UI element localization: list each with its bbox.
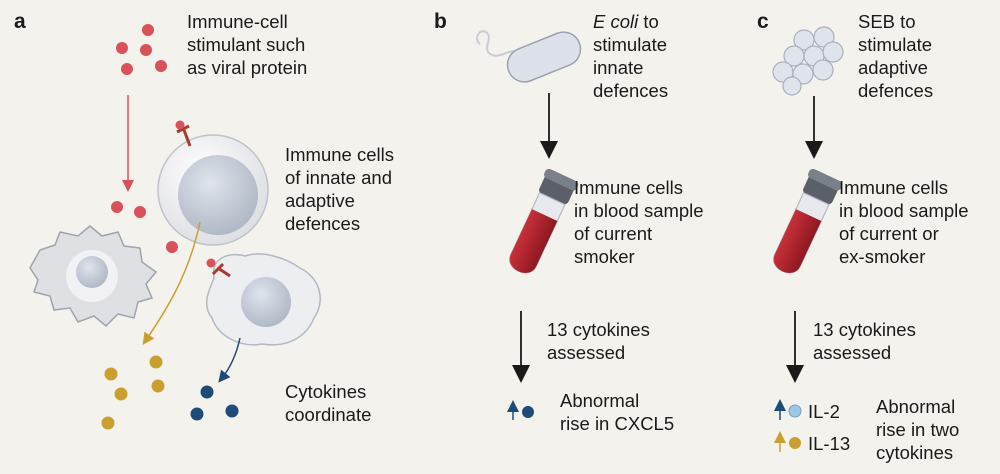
- cytokines-assessed-label: 13 cytokines assessed: [547, 319, 650, 363]
- cytokine-release-arrow: [218, 337, 241, 383]
- seb-stimulus-label: SEB to stimulate adaptive defences: [858, 11, 934, 101]
- il2-label: IL-2: [808, 401, 840, 422]
- stimulant-dots-near-cells: [111, 201, 178, 253]
- stimulant-label: Immune-cell stimulant such as viral prot…: [187, 11, 308, 78]
- gold-cytokines: [101, 355, 165, 430]
- dendritic-cell: [29, 225, 158, 328]
- e-coli-italic: E coli: [593, 11, 639, 32]
- cytokines-label: Cytokines coordinate: [285, 381, 372, 425]
- navy-cytokines: [190, 385, 239, 421]
- immune-cells-label: Immune cells of innate and adaptive defe…: [285, 144, 394, 234]
- panel-letter-b: b: [434, 10, 447, 33]
- e-coli-stimulus-rest: to stimulate innate defences: [593, 11, 669, 101]
- viral-protein-dots: [116, 24, 167, 75]
- two-cytokines-result-label: Abnormal rise in two cytokines: [876, 396, 960, 463]
- macrophage-cell: [205, 253, 321, 346]
- panel-letter-c: c: [757, 10, 769, 33]
- e-coli-stimulus-label: E coli to stimulate innate defences: [593, 10, 668, 102]
- blood-sample-label: Immune cells in blood sample of current …: [574, 177, 704, 267]
- cytokine-release-arrow: [142, 221, 201, 345]
- il13-cytokine-dot: [789, 437, 801, 449]
- blood-sample-tube: [773, 168, 843, 274]
- receptor-icon: [175, 120, 192, 147]
- panel-letter-a: a: [14, 10, 26, 33]
- cxcl5-cytokine-dot: [522, 406, 534, 418]
- il2-cytokine-dot: [788, 404, 802, 418]
- blood-sample-label: Immune cells in blood sample of current …: [839, 177, 969, 267]
- cytokines-assessed-label: 13 cytokines assessed: [813, 319, 916, 363]
- il13-label: IL-13: [808, 433, 851, 454]
- panel-b: [476, 30, 582, 420]
- panel-a: [29, 24, 321, 430]
- e-coli-icon: [476, 30, 582, 83]
- blood-sample-tube: [509, 168, 579, 274]
- lymphocyte-cell: [157, 134, 269, 246]
- receptor-icon: [206, 258, 231, 278]
- cxcl5-result-label: Abnormal rise in CXCL5: [560, 390, 675, 434]
- seb-cluster-icon: [772, 26, 844, 96]
- panel-c: [772, 26, 844, 452]
